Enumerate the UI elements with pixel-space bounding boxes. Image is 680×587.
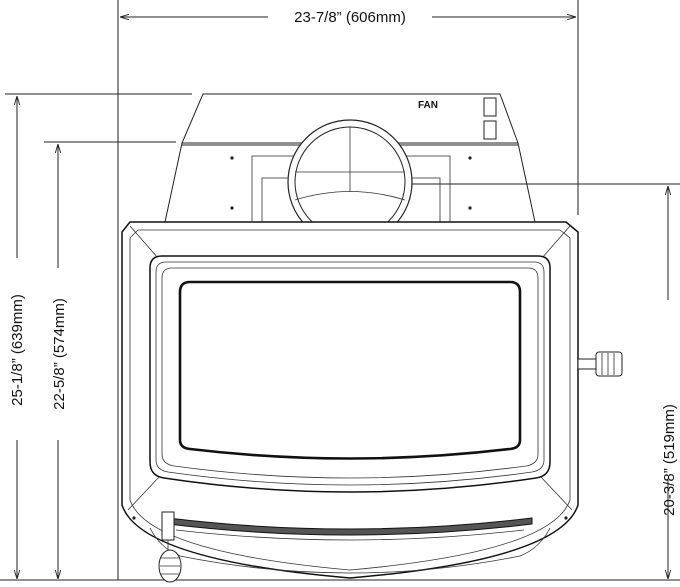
air-control-lever (132, 511, 568, 583)
fan-switch-top (483, 97, 497, 117)
body-height-dimension: 22-5/8” (574mm) (44, 141, 176, 579)
body-height-dimension-label: 22-5/8” (574mm) (51, 298, 68, 410)
door-glass (178, 280, 522, 460)
total-height-dimension-label: 25-1/8” (639mm) (9, 294, 26, 406)
total-height-dimension: 25-1/8” (639mm) (5, 93, 192, 579)
fan-switch-bottom (483, 120, 497, 140)
door-handle-right (577, 351, 623, 377)
flue-height-dimension-label: 20-3/8” (519mm) (661, 404, 678, 516)
fan-label: FAN (418, 100, 438, 111)
width-dimension: 23-7/8” (606mm) (117, 0, 579, 580)
width-dimension-label: 23-7/8” (606mm) (294, 9, 406, 26)
door (149, 255, 551, 493)
flue-height-dimension: 20-3/8” (519mm) (352, 183, 680, 579)
